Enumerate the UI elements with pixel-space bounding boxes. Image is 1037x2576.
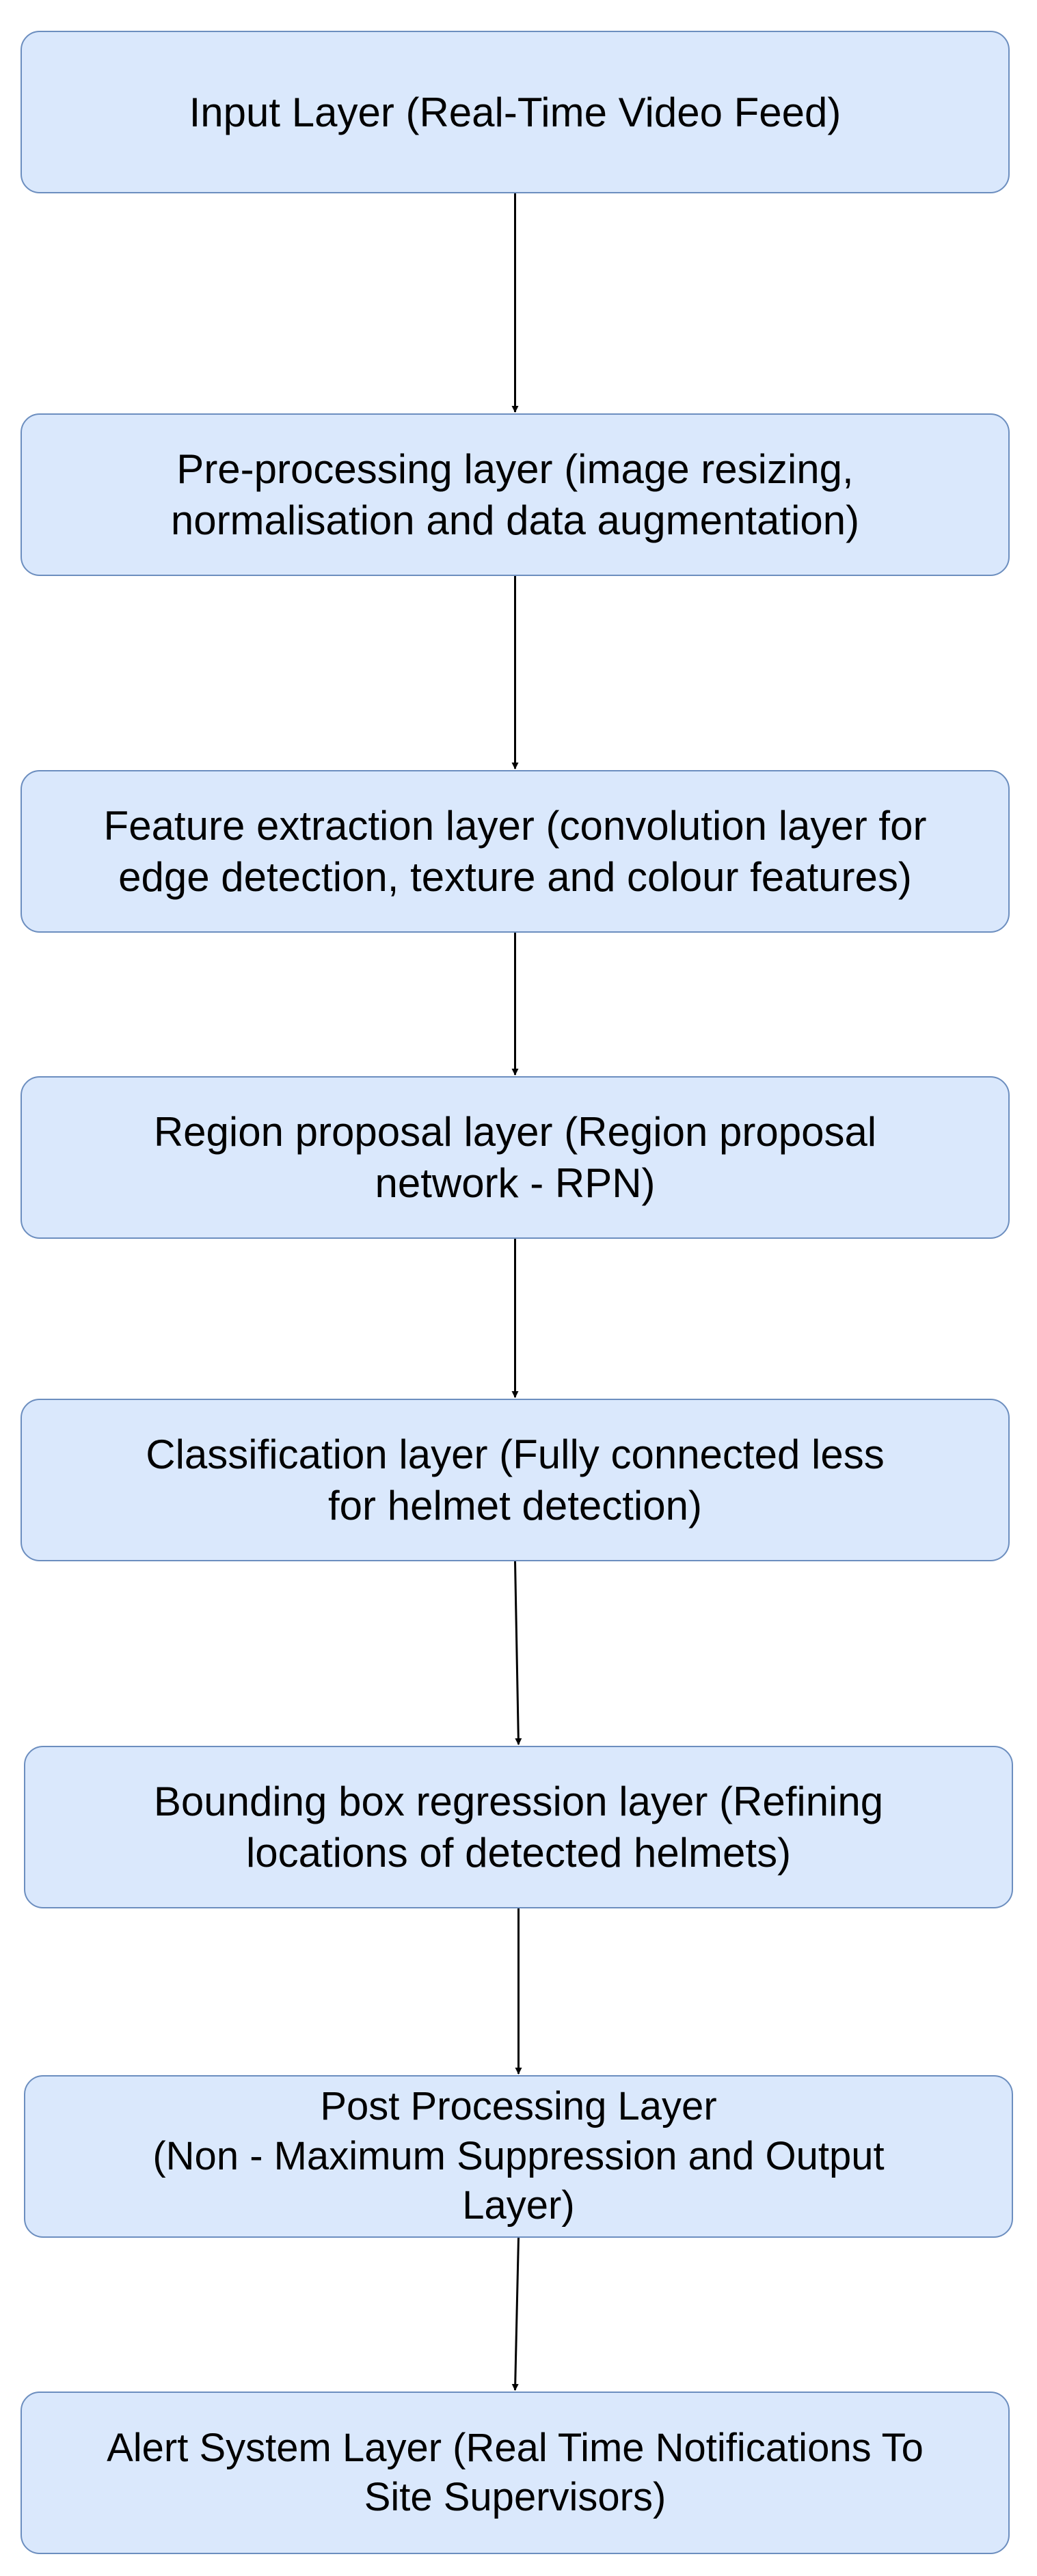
node-classification-layer: Classification layer (Fully connected le…	[21, 1399, 1010, 1561]
arrow-n7-to-n8	[511, 2237, 520, 2391]
node-post-processing-layer: Post Processing Layer (Non - Maximum Sup…	[24, 2075, 1013, 2238]
node-classification-layer-label: Classification layer (Fully connected le…	[146, 1431, 885, 1529]
node-pre-processing-layer-label: Pre-processing layer (image resizing, no…	[170, 446, 860, 543]
node-feature-extraction-layer-label: Feature extraction layer (convolution la…	[103, 803, 927, 900]
node-bounding-box-regression-layer-label: Bounding box regression layer (Refining …	[153, 1779, 884, 1876]
node-region-proposal-layer-label: Region proposal layer (Region proposal n…	[153, 1109, 877, 1206]
node-region-proposal-layer: Region proposal layer (Region proposal n…	[21, 1076, 1010, 1239]
node-bounding-box-regression-layer: Bounding box regression layer (Refining …	[24, 1746, 1013, 1908]
node-post-processing-layer-label: Post Processing Layer (Non - Maximum Sup…	[152, 2084, 885, 2228]
arrow-n5-to-n6	[514, 1561, 522, 1745]
node-pre-processing-layer: Pre-processing layer (image resizing, no…	[21, 413, 1010, 576]
node-input-layer: Input Layer (Real-Time Video Feed)	[21, 31, 1010, 193]
node-feature-extraction-layer: Feature extraction layer (convolution la…	[21, 770, 1010, 933]
node-alert-system-layer-label: Alert System Layer (Real Time Notificati…	[107, 2425, 924, 2520]
node-alert-system-layer: Alert System Layer (Real Time Notificati…	[21, 2392, 1010, 2554]
node-input-layer-label: Input Layer (Real-Time Video Feed)	[189, 89, 841, 135]
